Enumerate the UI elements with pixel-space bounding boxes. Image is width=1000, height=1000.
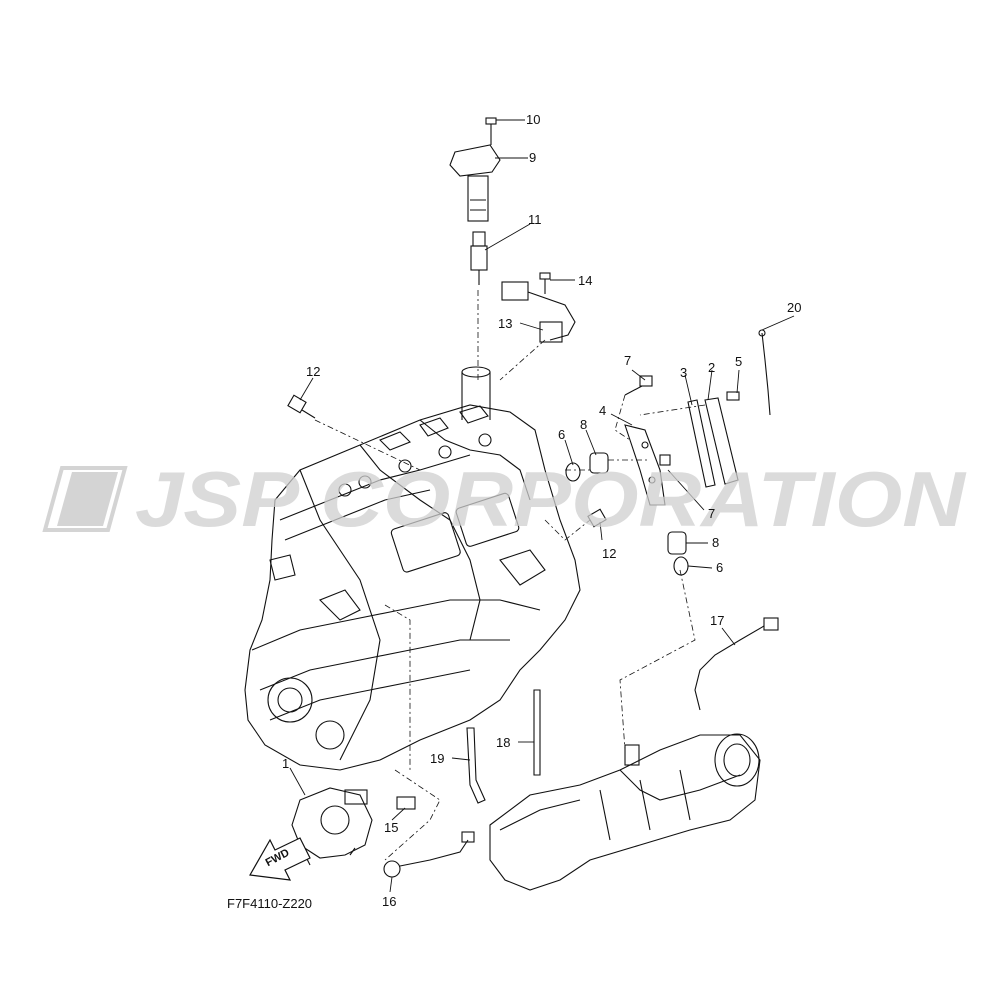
part-9-ignition-coil <box>449 144 501 222</box>
part-5-bolt <box>726 391 740 401</box>
part-7-bolt-lower <box>659 454 671 466</box>
callout-12-lower: 12 <box>602 546 617 561</box>
callout-1: 1 <box>282 756 290 771</box>
callout-16: 16 <box>382 894 397 909</box>
callout-12-upper: 12 <box>306 364 321 379</box>
callout-17: 17 <box>710 613 725 628</box>
part-20-wire <box>758 329 771 416</box>
part-18-tie <box>533 689 541 776</box>
callout-15: 15 <box>384 820 399 835</box>
callout-6-upper: 6 <box>558 427 566 442</box>
callout-3: 3 <box>680 365 688 380</box>
callout-13: 13 <box>498 316 513 331</box>
part-7-bolt-upper <box>624 375 653 396</box>
part-6-collar-upper <box>565 462 581 482</box>
callout-18: 18 <box>496 735 511 750</box>
fwd-arrow <box>249 837 311 881</box>
callout-5: 5 <box>735 354 743 369</box>
part-19-clamp <box>466 727 486 804</box>
part-16-sensor-cable <box>383 831 475 878</box>
callout-2: 2 <box>708 360 716 375</box>
callout-7-lower: 7 <box>708 506 716 521</box>
part-3-plate <box>687 399 716 488</box>
callout-6-lower: 6 <box>716 560 724 575</box>
callout-11: 11 <box>528 212 542 227</box>
part-4-bracket <box>624 424 666 506</box>
part-2-plate <box>704 397 739 485</box>
callout-8-upper: 8 <box>580 417 588 432</box>
watermark-text: JSP CORPORATION <box>135 458 967 538</box>
watermark-logo <box>42 466 128 532</box>
callout-14: 14 <box>578 273 593 288</box>
part-12-sensor-upper <box>287 394 316 419</box>
watermark: JSP CORPORATION <box>135 458 967 538</box>
callout-leaders <box>289 119 795 893</box>
diagram-code: F7F4110-Z220 <box>227 896 313 911</box>
exhaust-manifold <box>489 733 761 891</box>
part-8-grommet-upper <box>589 452 609 474</box>
part-6-collar-lower <box>673 556 689 576</box>
part-10-bolt <box>485 117 497 145</box>
callout-7-upper: 7 <box>624 353 632 368</box>
callout-4: 4 <box>599 403 607 418</box>
part-13-harness <box>501 281 576 343</box>
callout-10: 10 <box>526 112 541 127</box>
part-15-sensor <box>396 796 416 810</box>
part-17-sensor-cable <box>694 617 779 711</box>
part-11-spark-plug <box>470 231 488 285</box>
callout-19: 19 <box>430 751 445 766</box>
callout-8-lower: 8 <box>712 535 720 550</box>
part-14-bolt <box>539 272 551 294</box>
callout-9: 9 <box>529 150 537 165</box>
leader-lines <box>314 290 706 861</box>
callout-20: 20 <box>787 300 802 315</box>
engine-block <box>244 366 581 771</box>
